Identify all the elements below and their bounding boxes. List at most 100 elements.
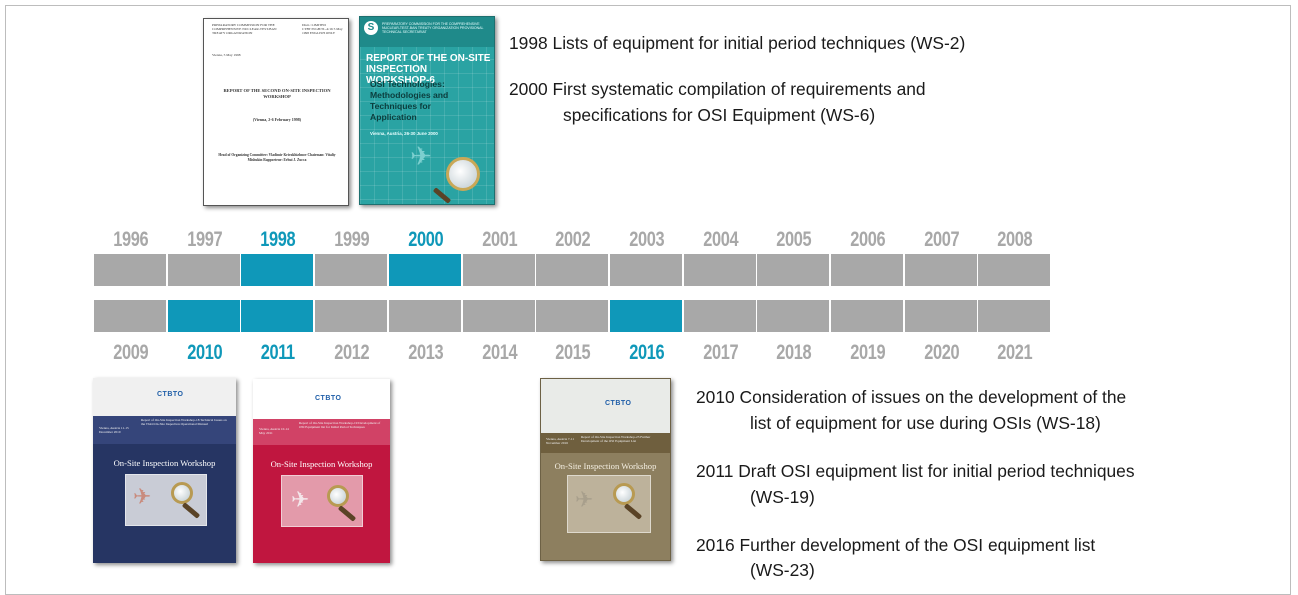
ctbto-logo-icon: S (364, 21, 378, 35)
bottom-timeline-cell (315, 300, 388, 332)
top-timeline-cell (536, 254, 609, 286)
bottom-year-label: 2021 (997, 341, 1033, 364)
ws19-report: Report of On-Site Inspection Workshop-19… (299, 421, 381, 429)
ws18-logo: CTBTO (157, 391, 184, 398)
ws19-title: On-Site Inspection Workshop (270, 459, 373, 469)
magnifier-icon (171, 482, 193, 504)
ws6-title: REPORT OF THE ON-SITE INSPECTION WORKSHO… (366, 53, 491, 86)
ws2-header-left: PREPARATORY COMMISSION FOR THE COMPREHEN… (212, 23, 277, 35)
bottom-year-label: 2010 (186, 341, 222, 364)
top-year-label: 2001 (481, 228, 517, 251)
ws18-report: Report of On-Site Inspection Workshop-18… (141, 418, 227, 426)
bottom-timeline-cell (978, 300, 1051, 332)
top-timeline-cell (831, 254, 903, 286)
bottom-timeline-cell (462, 300, 535, 332)
ws23-report-cover: CTBTO Vienna, Austria 7-11 November 2016… (540, 378, 671, 561)
ws2-title: REPORT OF THE SECOND ON-SITE INSPECTION … (223, 88, 331, 99)
timeline-top-years: 1996 1997 1998 1999 2000 2001 2002 2003 2004 2005… (94, 228, 1054, 254)
ws6-venue: Vienna, Austria, 26-30 June 2000 (370, 131, 438, 136)
ws2-venue: (Vienna, 2-6 February 1998) (252, 117, 302, 122)
desc-2016: 2016 Further development of the OSI equi… (696, 535, 1096, 555)
bottom-timeline-cell (683, 300, 756, 332)
bottom-year-label: 2019 (850, 341, 886, 364)
bottom-timeline-cell (831, 300, 903, 332)
magnifier-icon (446, 157, 480, 191)
ws23-logo: CTBTO (605, 400, 632, 407)
bottom-timeline-cell (904, 300, 977, 332)
ws6-subtitle: OSI Technologies: Methodologies and Tech… (370, 79, 449, 122)
bottom-year-label: 2012 (334, 341, 370, 364)
ws19-logo: CTBTO (315, 395, 342, 402)
top-year-label: 2005 (776, 228, 812, 251)
top-timeline-cell (609, 254, 682, 286)
top-year-label: 1998 (260, 228, 296, 251)
bottom-year-label: 2020 (923, 341, 959, 364)
ws6-report-cover: S PREPARATORY COMMISSION FOR THE COMPREH… (359, 16, 495, 205)
top-year-label: 1996 (113, 228, 149, 251)
ws18-title: On-Site Inspection Workshop (113, 458, 216, 468)
ws19-report-cover: CTBTO Vienna, Austria 10-14 May 2011 Rep… (253, 379, 390, 563)
bottom-year-label: 2018 (776, 341, 812, 364)
top-timeline-cell (315, 254, 388, 286)
top-year-label: 2008 (997, 228, 1033, 251)
desc-2010: 2010 Consideration of issues on the deve… (696, 387, 1127, 407)
top-timeline-cell (388, 254, 461, 286)
airplane-icon: ✈ (575, 487, 594, 512)
bottom-year-label: 2009 (113, 341, 149, 364)
timeline-top-row (94, 254, 1054, 286)
bottom-timeline-cell (241, 300, 314, 332)
desc-2000: 2000 First systematic compilation of req… (509, 79, 926, 99)
bottom-timeline-cell (167, 300, 240, 332)
bottom-year-label: 2014 (481, 341, 517, 364)
bottom-timeline-cell (388, 300, 461, 332)
desc-2011-cont: (WS-19) (750, 487, 815, 507)
ws6-org: PREPARATORY COMMISSION FOR THE COMPREHEN… (382, 22, 484, 34)
bottom-year-label: 2016 (629, 341, 665, 364)
top-timeline-cell (241, 254, 314, 286)
timeline-bottom-row (94, 300, 1054, 332)
top-timeline-cell (167, 254, 240, 286)
bottom-timeline-cell (609, 300, 682, 332)
ws23-report: Report of On-Site Inspection Workshop-23… (581, 435, 651, 443)
desc-1998: 1998 Lists of equipment for initial peri… (509, 33, 966, 53)
timeline-bottom-years: 2009 2010 2011 2012 2013 2014 2015 2016 2017 2018… (94, 341, 1054, 367)
airplane-icon: ✈ (410, 141, 432, 171)
top-timeline-cell (462, 254, 535, 286)
airplane-icon: ✈ (133, 484, 152, 509)
top-year-label: 1997 (186, 228, 222, 251)
ws18-venue: Vienna, Austria 11-15 December 2010 (99, 426, 129, 434)
ws2-people: Head of Organizing Committee: Vladimir K… (218, 153, 336, 162)
ws18-report-cover: CTBTO Vienna, Austria 11-15 December 201… (93, 378, 236, 563)
ws23-venue: Vienna, Austria 7-11 November 2016 (546, 437, 575, 445)
bottom-year-label: 2011 (261, 341, 296, 364)
magnifier-icon (327, 485, 349, 507)
airplane-icon: ✈ (291, 487, 310, 512)
desc-2011: 2011 Draft OSI equipment list for initia… (696, 461, 1135, 481)
bottom-timeline-cell (94, 300, 166, 332)
bottom-timeline-cell (536, 300, 609, 332)
magnifier-icon (613, 483, 635, 505)
ws23-title: On-Site Inspection Workshop (554, 461, 657, 471)
bottom-timeline-cell (757, 300, 830, 332)
top-timeline-cell (904, 254, 977, 286)
bottom-year-label: 2015 (555, 341, 591, 364)
top-year-label: 2003 (629, 228, 665, 251)
top-year-label: 1999 (334, 228, 370, 251)
top-year-label: 2000 (408, 228, 443, 251)
top-year-label: 2004 (702, 228, 738, 251)
ws19-venue: Vienna, Austria 10-14 May 2011 (259, 427, 289, 435)
ws2-header-right: Distr.: LIMITED CTBT/WGB/TL-4/16 5 May 1… (302, 23, 343, 35)
top-year-label: 2006 (850, 228, 886, 251)
bottom-year-label: 2017 (702, 341, 738, 364)
bottom-year-label: 2013 (408, 341, 443, 364)
top-timeline-cell (683, 254, 756, 286)
ws2-report-cover: PREPARATORY COMMISSION FOR THE COMPREHEN… (203, 18, 349, 206)
top-year-label: 2007 (923, 228, 959, 251)
desc-2000-cont: specifications for OSI Equipment (WS-6) (563, 105, 876, 125)
desc-2010-cont: list of equipment for use during OSIs (W… (750, 413, 1101, 433)
top-timeline-cell (757, 254, 830, 286)
top-timeline-cell (94, 254, 166, 286)
top-timeline-cell (978, 254, 1051, 286)
ws2-date: Vienna, 5 May 1998 (212, 53, 241, 57)
top-year-label: 2002 (555, 228, 591, 251)
